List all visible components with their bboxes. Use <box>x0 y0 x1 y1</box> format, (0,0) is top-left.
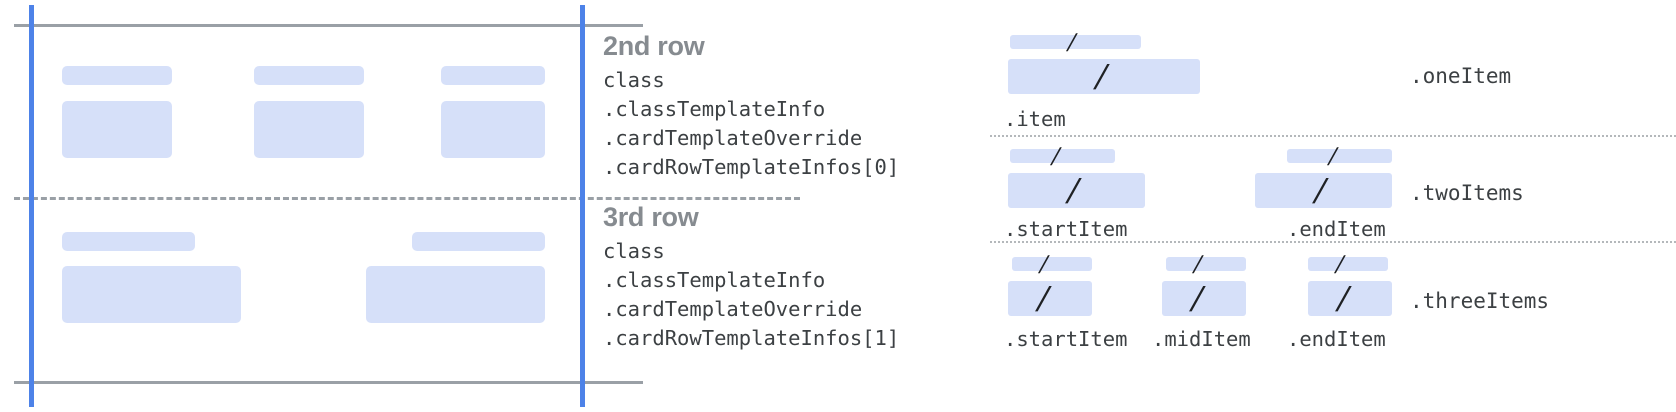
slot-two-items-start-content-box <box>1008 173 1145 208</box>
card-right-margin-guide <box>580 5 585 407</box>
slot-label-two-items-start: .startItem <box>1004 217 1128 241</box>
slot-one-item-label-bar <box>1010 35 1141 49</box>
variant-divider-1 <box>990 135 1676 137</box>
card-bottom-edge-guide <box>14 381 643 384</box>
annotation-line-row-3-1: class <box>603 239 665 263</box>
slot-three-items-end-content-box <box>1308 281 1392 316</box>
row-3-item-2-label-bar <box>412 232 545 251</box>
slot-three-items-mid-content-box <box>1162 281 1246 316</box>
row-2-item-2-label-bar <box>254 66 364 85</box>
annotation-block-row-2: 2nd row class .classTemplateInfo .cardTe… <box>603 31 899 182</box>
variant-label-two-items: .twoItems <box>1410 181 1524 205</box>
row-3-item-1-label-bar <box>62 232 195 251</box>
row-2-item-2-content-box <box>254 101 364 158</box>
annotation-line-row-3-2: .classTemplateInfo <box>603 268 826 292</box>
variant-divider-2 <box>990 241 1676 243</box>
annotation-heading-row-2: 2nd row <box>603 31 705 61</box>
row-3-item-2-content-box <box>366 266 545 323</box>
row-3-item-1-content-box <box>62 266 241 323</box>
slot-label-two-items-end: .endItem <box>1287 217 1386 241</box>
slot-two-items-start-label-bar <box>1010 149 1115 163</box>
slot-three-items-mid-label-bar <box>1166 257 1246 271</box>
annotation-line-row-3-4: .cardRowTemplateInfos[1] <box>603 326 900 350</box>
annotation-line-row-2-2: .classTemplateInfo <box>603 97 826 121</box>
slot-label-three-items-start: .startItem <box>1004 327 1128 351</box>
annotation-block-row-3: 3rd row class .classTemplateInfo .cardTe… <box>603 202 899 353</box>
row-2-item-1-label-bar <box>62 66 172 85</box>
card-top-edge-guide <box>14 24 643 27</box>
slot-three-items-start-label-bar <box>1012 257 1092 271</box>
slot-label-item: .item <box>1004 107 1066 131</box>
card-left-margin-guide <box>29 5 34 407</box>
slot-label-three-items-end: .endItem <box>1287 327 1386 351</box>
slot-three-items-end-label-bar <box>1308 257 1388 271</box>
annotation-line-row-3-3: .cardTemplateOverride <box>603 297 863 321</box>
slot-label-three-items-mid: .midItem <box>1152 327 1251 351</box>
row-2-item-3-label-bar <box>441 66 545 85</box>
annotation-line-row-2-3: .cardTemplateOverride <box>603 126 863 150</box>
slot-two-items-end-content-box <box>1255 173 1392 208</box>
annotation-heading-row-3: 3rd row <box>603 202 699 232</box>
variant-label-three-items: .threeItems <box>1410 289 1550 313</box>
annotation-line-row-2-4: .cardRowTemplateInfos[0] <box>603 155 900 179</box>
annotation-line-row-2-1: class <box>603 68 665 92</box>
row-2-item-1-content-box <box>62 101 172 158</box>
row-divider-dashed-guide <box>14 197 800 200</box>
row-2-item-3-content-box <box>441 101 545 158</box>
variant-label-one-item: .oneItem <box>1410 64 1512 88</box>
slot-three-items-start-content-box <box>1008 281 1092 316</box>
slot-two-items-end-label-bar <box>1287 149 1392 163</box>
slot-one-item-content-box <box>1008 59 1200 94</box>
